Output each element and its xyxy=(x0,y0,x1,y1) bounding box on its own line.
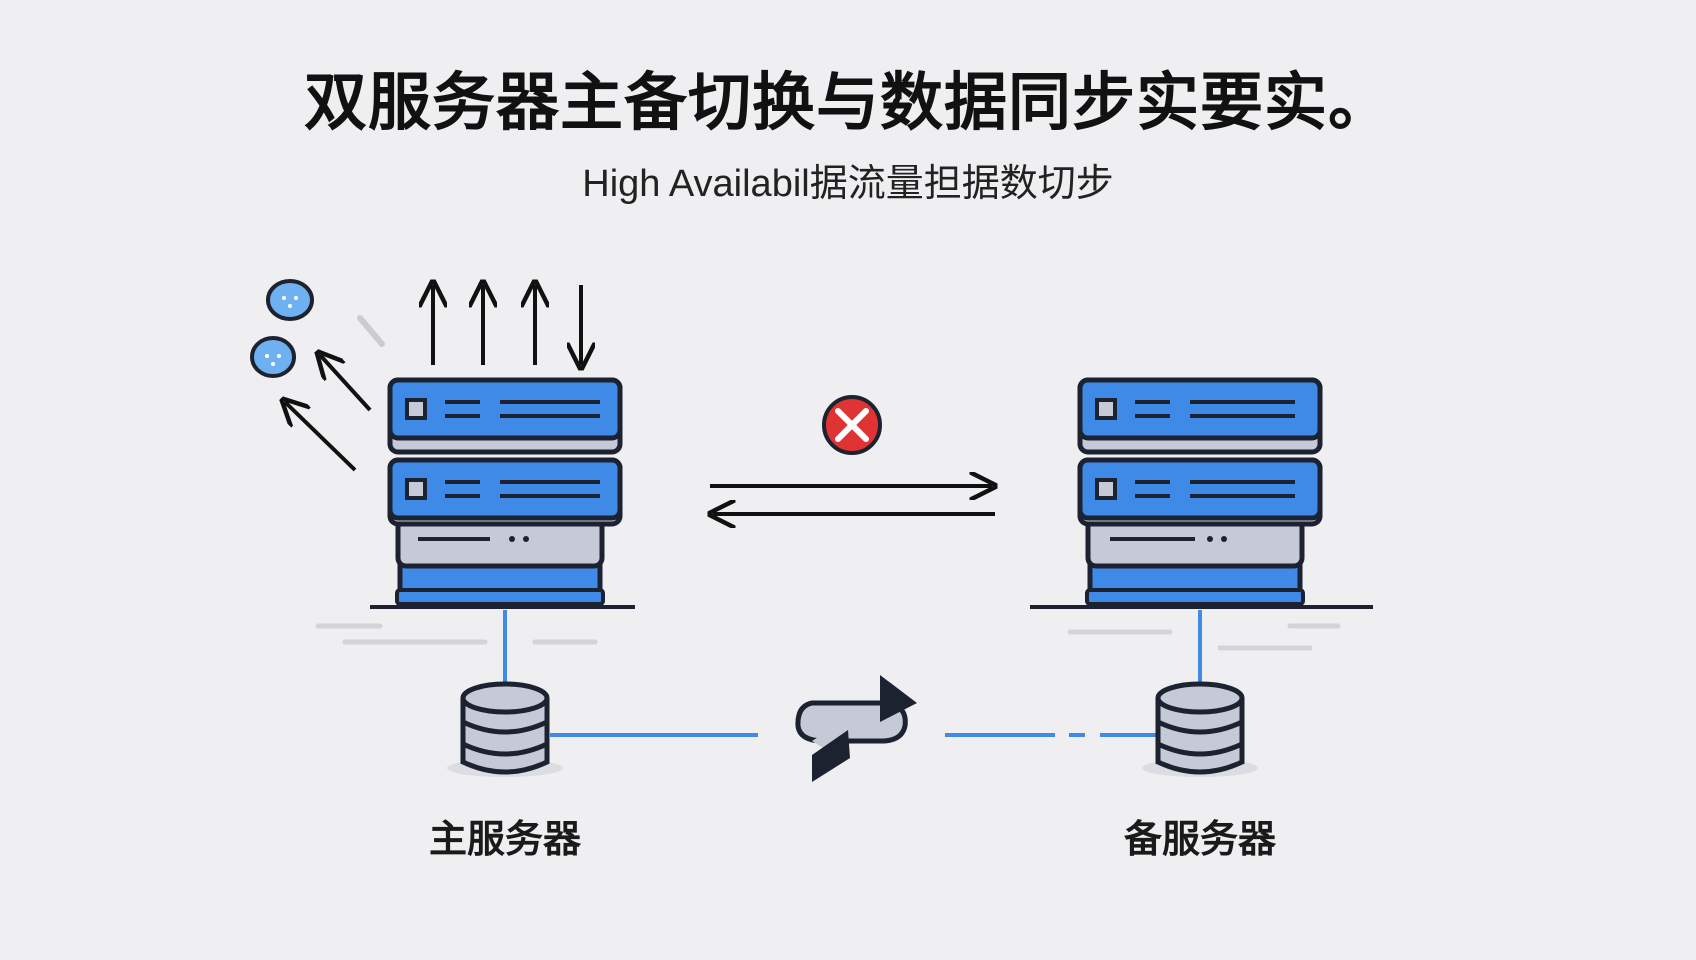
primary-server-label: 主服务器 xyxy=(428,817,581,861)
backup-server-icon xyxy=(1030,377,1373,651)
sync-icon xyxy=(795,675,917,782)
client-icon xyxy=(266,279,314,321)
traffic-arrows xyxy=(433,285,581,365)
page-subtitle: High Availabil据流量担据数切步 xyxy=(582,163,1114,205)
client-arrow xyxy=(320,355,372,412)
backup-database-icon xyxy=(1142,681,1258,777)
dash-mark xyxy=(357,315,385,347)
heartbeat-link xyxy=(710,486,995,514)
page-title: 双服务器主备切换与数据同步实要实。 xyxy=(304,66,1392,139)
primary-server-icon xyxy=(315,377,635,645)
client-icon xyxy=(250,336,296,378)
client-arrow xyxy=(285,402,357,472)
error-x-icon xyxy=(822,395,882,455)
primary-database-icon xyxy=(447,681,563,777)
client-nodes xyxy=(250,279,385,472)
backup-server-label: 备服务器 xyxy=(1123,817,1276,861)
